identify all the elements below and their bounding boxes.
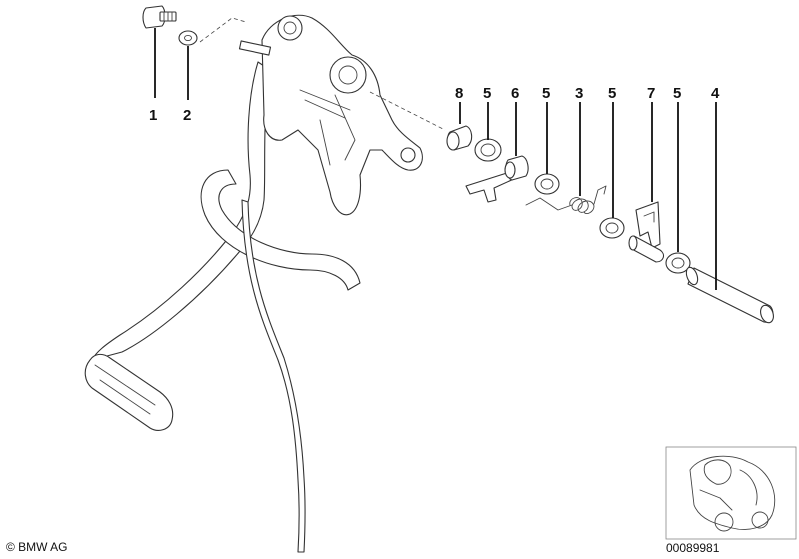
part-6-lever xyxy=(465,155,529,203)
copyright-text: © BMW AG xyxy=(6,540,68,554)
part-5-bearing-bush-b xyxy=(534,173,560,195)
part-8-bushing xyxy=(446,125,473,151)
part-5-bearing-bush-c xyxy=(599,217,625,239)
callout-4: 4 xyxy=(711,85,720,102)
callout-3: 3 xyxy=(575,85,583,102)
callout-5-c: 5 xyxy=(608,85,616,102)
diagram-number: 00089981 xyxy=(666,541,720,555)
callout-6: 6 xyxy=(511,85,519,102)
vehicle-thumbnail xyxy=(665,446,797,540)
callout-8: 8 xyxy=(455,85,463,102)
callout-2: 2 xyxy=(183,107,191,124)
callout-labels: 1 2 8 5 6 5 3 5 7 5 4 xyxy=(149,85,720,124)
callout-7: 7 xyxy=(647,85,655,102)
part-3-spring xyxy=(525,185,607,215)
callout-5-b: 5 xyxy=(542,85,550,102)
callout-5-d: 5 xyxy=(673,85,681,102)
callout-5-a: 5 xyxy=(483,85,491,102)
brake-pedal-assembly xyxy=(84,14,446,553)
part-1-bolt xyxy=(142,5,177,29)
part-4-shaft xyxy=(685,266,774,324)
leader-lines xyxy=(154,28,717,290)
part-7-cam xyxy=(628,201,665,263)
callout-1: 1 xyxy=(149,107,157,124)
part-2-washer xyxy=(178,30,198,46)
part-5-bearing-bush-d xyxy=(665,252,691,274)
part-5-bearing-bush-a xyxy=(474,138,502,162)
